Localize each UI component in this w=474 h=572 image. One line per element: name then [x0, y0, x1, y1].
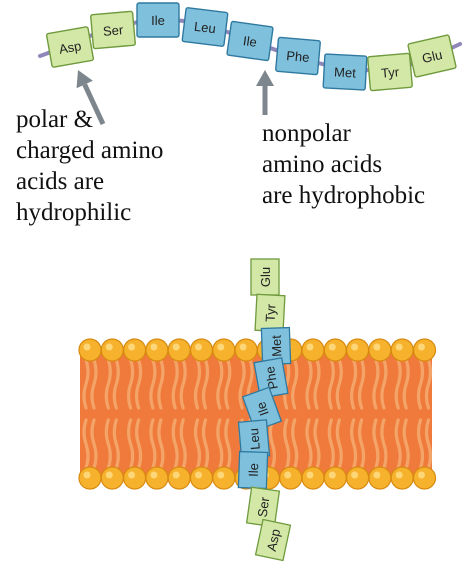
membrane-residue-tyr: Tyr: [254, 293, 286, 333]
residue-label: Ile: [242, 33, 258, 50]
polar-caption: polar & charged amino acids are hydrophi…: [16, 106, 164, 226]
residue-box: [226, 20, 274, 62]
residue-label: Phe: [262, 365, 281, 390]
residue-label: Ile: [151, 13, 165, 28]
residue-box: [407, 34, 457, 78]
membrane-residue-asp: Asp: [254, 518, 292, 562]
residue-label: Tyr: [263, 303, 279, 322]
residue-ile: Ile: [136, 2, 180, 38]
pointer-arrows: [76, 70, 274, 126]
residue-label: Asp: [58, 38, 83, 57]
membrane-residue-ile: Ile: [237, 450, 269, 490]
residue-box: [322, 53, 368, 91]
residue-label: Asp: [264, 528, 283, 553]
membrane-residue-phe: Phe: [253, 357, 289, 399]
residue-label: Leu: [193, 19, 216, 37]
residue-ser: Ser: [90, 10, 136, 50]
residue-box: [275, 36, 321, 76]
residue-box: [181, 7, 229, 47]
residue-met: Met: [322, 53, 368, 91]
residue-box: [367, 52, 413, 92]
polar-arrow: [76, 70, 106, 126]
membrane-residue-ser: Ser: [245, 486, 281, 528]
membrane-residue-ile: Ile: [241, 386, 283, 432]
residue-label: Ile: [253, 400, 272, 418]
residue-tyr: Tyr: [367, 52, 413, 92]
residue-glu: Glu: [407, 34, 457, 78]
membrane-residue-met: Met: [260, 326, 292, 366]
residue-box: [45, 26, 95, 68]
residue-box: [254, 518, 292, 562]
residue-label: Ser: [102, 22, 124, 39]
residue-box: [253, 357, 289, 399]
residue-label: Ile: [246, 463, 261, 477]
nonpolar-caption: nonpolar amino acids are hydrophobic: [262, 120, 426, 209]
residue-label: Glu: [258, 267, 273, 287]
residue-leu: Leu: [181, 7, 229, 47]
residue-label: Tyr: [380, 64, 400, 81]
residue-box: [241, 386, 283, 432]
residue-label: Glu: [421, 47, 444, 66]
residue-asp: Asp: [45, 26, 95, 68]
residue-phe: Phe: [275, 36, 321, 76]
residue-label: Phe: [286, 48, 310, 65]
residue-box: [136, 2, 180, 38]
residue-label: Met: [269, 335, 285, 358]
residue-label: Leu: [246, 427, 263, 450]
residue-label: Ser: [255, 495, 273, 518]
residue-ile: Ile: [226, 20, 274, 62]
residue-box: [245, 486, 281, 528]
residue-box: [90, 10, 136, 50]
residue-label: Met: [334, 64, 357, 80]
nonpolar-arrow: [256, 70, 274, 115]
membrane-residue-glu: Glu: [250, 258, 280, 296]
